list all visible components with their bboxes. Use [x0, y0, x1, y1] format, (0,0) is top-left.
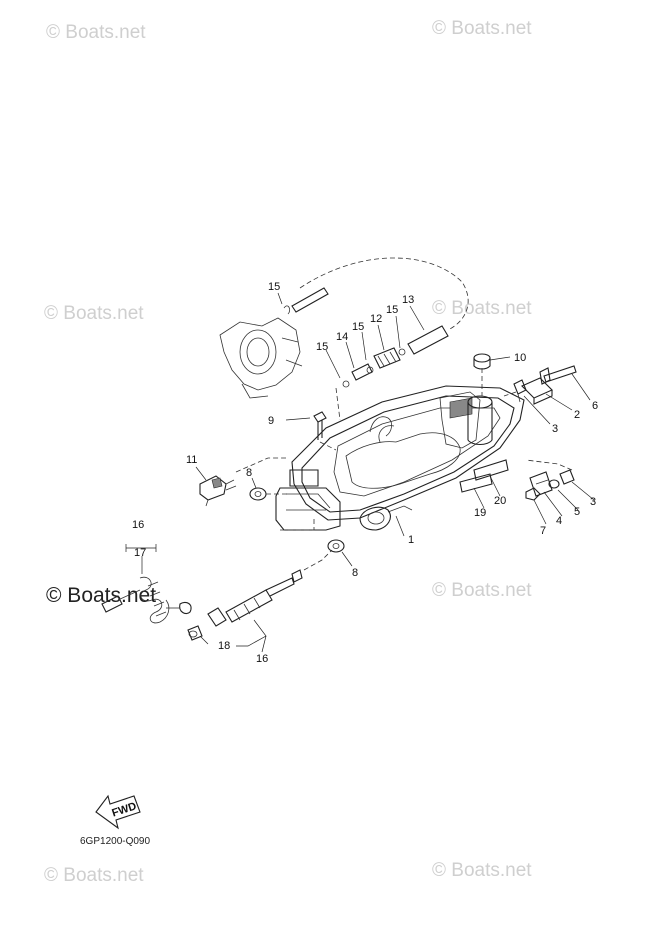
lanyard-coil-17: [101, 576, 192, 624]
callout-15: 15: [268, 281, 280, 293]
hose-route: [299, 257, 469, 331]
decal-20: [473, 459, 509, 481]
holder-2: [521, 377, 553, 405]
callout-19: 19: [474, 507, 486, 519]
callout-8: 8: [246, 467, 252, 479]
fwd-arrow-icon: FWD: [95, 794, 141, 830]
stop-switch-16: [207, 569, 303, 627]
fuel-hose-14: [351, 363, 373, 381]
leader-lines: [125, 292, 595, 653]
callout-13: 13: [402, 294, 414, 306]
nut-7: [525, 487, 541, 501]
callout-14: 14: [336, 331, 348, 343]
callout-20: 20: [494, 495, 506, 507]
assembly-line: [335, 387, 341, 421]
callout-15: 15: [352, 321, 364, 333]
watermark: © Boats.net: [432, 298, 532, 319]
bracket-4: [529, 471, 553, 497]
drain-plug-10: [473, 353, 491, 370]
callout-16: 16: [256, 653, 268, 665]
hose-joint-12: [373, 347, 401, 369]
screw-6: [539, 365, 577, 385]
callout-7: 7: [540, 525, 546, 537]
callout-1: 1: [408, 534, 414, 546]
carburetor-outline: [219, 317, 303, 399]
callout-8: 8: [352, 567, 358, 579]
watermark: © Boats.net: [432, 860, 532, 881]
callout-15: 15: [316, 341, 328, 353]
watermark: © Boats.net: [432, 580, 532, 601]
callout-15: 15: [386, 304, 398, 316]
assembly-line: [280, 516, 315, 531]
hose-clips: [342, 348, 406, 388]
callout-16: 16: [132, 519, 144, 531]
callout-10: 10: [514, 352, 526, 364]
callout-11: 11: [186, 454, 197, 466]
decal-19: [459, 473, 493, 493]
clamp-3-lower: [559, 469, 575, 485]
bolt-9: [313, 411, 327, 440]
watermark: © Boats.net: [46, 22, 146, 43]
callout-3: 3: [552, 423, 558, 435]
callout-3: 3: [590, 496, 596, 508]
cap-18: [187, 625, 203, 641]
assembly-line: [303, 549, 333, 571]
fuel-hose-13: [407, 325, 449, 355]
watermark: © Boats.net: [44, 303, 144, 324]
assembly-line: [503, 391, 517, 397]
fuel-hose-upper: [283, 287, 329, 315]
assembly-line: [525, 459, 573, 471]
callout-17: 17: [134, 547, 146, 559]
watermark: © Boats.net: [44, 865, 144, 886]
watermark: © Boats.net: [46, 584, 157, 607]
bottom-cowling: [275, 385, 525, 531]
callout-9: 9: [268, 415, 274, 427]
diagram-code: 6GP1200-Q090: [80, 836, 151, 847]
callout-2: 2: [574, 409, 580, 421]
grommet-8-lower: [327, 539, 345, 553]
callout-5: 5: [574, 506, 580, 518]
assembly-line: [235, 457, 286, 473]
assembly-line: [319, 441, 337, 451]
callout-12: 12: [370, 313, 382, 325]
callout-18: 18: [218, 640, 230, 652]
clamp-3-upper: [513, 379, 527, 403]
grommet-8-upper: [249, 487, 267, 501]
callout-4: 4: [556, 515, 562, 527]
watermark: © Boats.net: [432, 18, 532, 39]
switch-11: [199, 475, 237, 507]
callout-6: 6: [592, 400, 598, 412]
washer-5: [548, 479, 560, 489]
